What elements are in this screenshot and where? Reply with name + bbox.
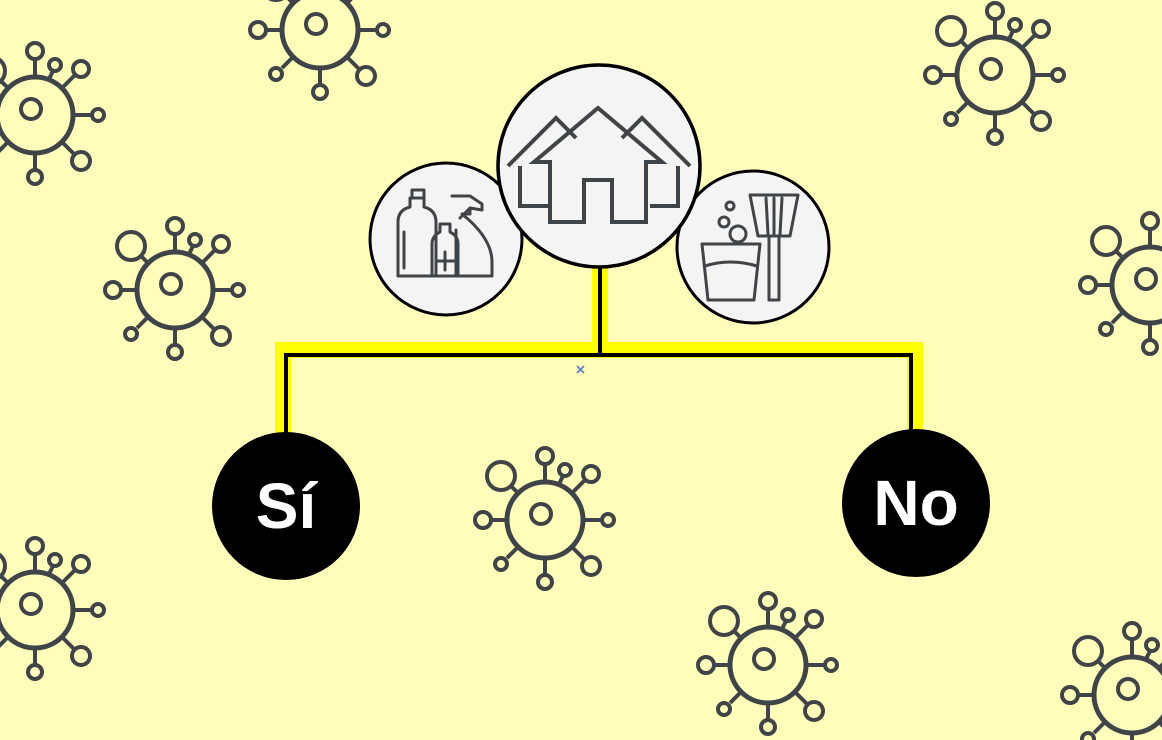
cleaning-products-node [368,161,524,317]
houses-node [496,63,702,269]
connector-line [284,262,913,440]
bucket-broom-node [675,169,831,325]
answer-yes-circle [212,432,360,580]
tree-connector [275,262,923,440]
cleaning-products-icon [396,188,494,278]
answer-no-node: No [842,429,990,577]
answer-no-circle [842,429,990,577]
answer-yes-label: Sí [256,470,319,542]
answer-yes-node: Sí [212,432,360,580]
bucket-broom-circle [675,169,831,325]
cross-marker-icon [576,365,585,374]
houses-circle [496,63,702,269]
answer-no-label: No [873,467,958,539]
houses-icon [506,105,692,224]
bucket-and-broom-icon [700,193,800,302]
